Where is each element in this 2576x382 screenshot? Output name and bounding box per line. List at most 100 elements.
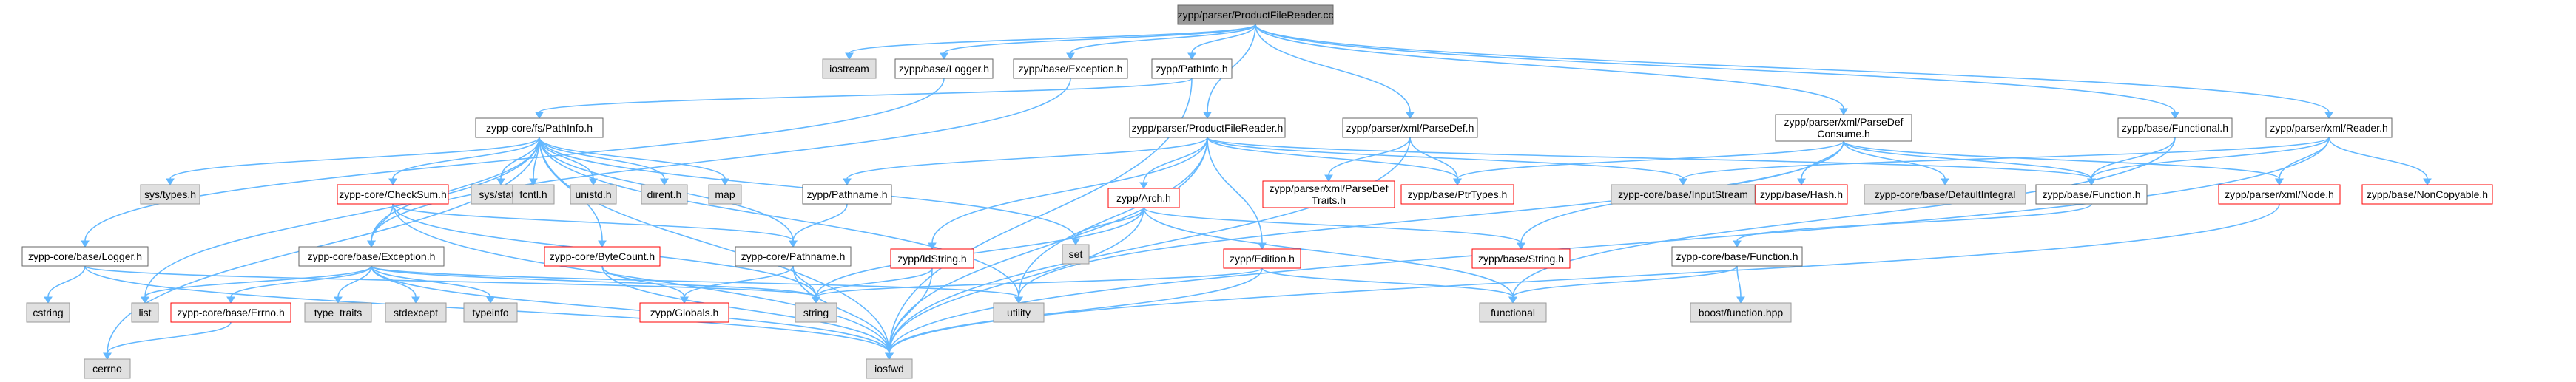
dependency-edge xyxy=(889,267,933,354)
dependency-arrowhead xyxy=(789,240,798,248)
dependency-edge xyxy=(539,78,1193,113)
dependency-edge xyxy=(539,137,890,354)
dependency-arrowhead xyxy=(81,240,90,248)
dependency-arrowhead xyxy=(486,296,495,304)
node-globals[interactable]: zypp/Globals.h xyxy=(639,302,729,323)
node-noncopyable[interactable]: zypp/base/NonCopyable.h xyxy=(2361,184,2493,205)
node-core-exception[interactable]: zypp-core/base/Exception.h xyxy=(298,246,445,267)
node-label: zypp/IdString.h xyxy=(897,253,966,265)
node-label: dirent.h xyxy=(647,188,682,200)
node-box xyxy=(639,302,729,323)
dependency-arrowhead xyxy=(1066,52,1075,60)
node-iostream: iostream xyxy=(822,58,877,79)
node-label: zypp/base/Exception.h xyxy=(1019,63,1123,75)
node-xml-node[interactable]: zypp/parser/xml/Node.h xyxy=(2218,184,2341,205)
node-base-exception[interactable]: zypp/base/Exception.h xyxy=(1013,58,1128,79)
dependency-arrowhead xyxy=(1679,178,1687,185)
node-arch[interactable]: zypp/Arch.h xyxy=(1107,188,1180,208)
dependency-edge xyxy=(47,265,86,298)
node-label: type_traits xyxy=(314,307,363,318)
node-label: zypp/Edition.h xyxy=(1230,253,1295,265)
node-box xyxy=(140,184,200,205)
node-label: zypp-core/base/InputStream xyxy=(1618,188,1748,200)
node-fcntl: fcntl.h xyxy=(512,184,555,205)
node-xml-reader[interactable]: zypp/parser/xml/Reader.h xyxy=(2265,117,2393,138)
dependency-edge xyxy=(392,203,890,354)
node-box xyxy=(890,248,974,269)
node-box xyxy=(544,246,661,267)
dependency-edge xyxy=(1261,267,1514,298)
node-base-logger[interactable]: zypp/base/Logger.h xyxy=(894,58,994,79)
node-box xyxy=(337,184,449,205)
node-pathinfo[interactable]: zypp/PathInfo.h xyxy=(1151,58,1233,79)
node-label: zypp/Arch.h xyxy=(1116,192,1171,204)
dependency-edge xyxy=(1512,265,1738,298)
node-label: stdexcept xyxy=(394,307,438,318)
node-defaultintegral: zypp-core/base/DefaultIntegral xyxy=(1864,184,2026,205)
dependency-edge xyxy=(1736,265,1742,298)
node-box xyxy=(822,58,877,79)
node-box xyxy=(866,358,913,379)
dependency-edge xyxy=(815,267,933,298)
dependency-edge xyxy=(371,203,394,242)
node-idstring[interactable]: zypp/IdString.h xyxy=(890,248,974,269)
node-zypp-pathname[interactable]: zypp/Pathname.h xyxy=(802,184,892,205)
node-checksum[interactable]: zypp-core/CheckSum.h xyxy=(337,184,449,205)
node-core-pathname[interactable]: zypp-core/Pathname.h xyxy=(735,246,852,267)
dependency-edge xyxy=(601,265,685,298)
dependency-arrowhead xyxy=(843,178,852,185)
dependency-arrowhead xyxy=(166,178,175,185)
node-ptrtypes[interactable]: zypp/base/PtrTypes.h xyxy=(1400,184,1514,205)
dependency-arrowhead xyxy=(1187,52,1196,60)
dependency-arrowhead xyxy=(1736,296,1745,304)
node-base-functional[interactable]: zypp/base/Functional.h xyxy=(2117,117,2233,138)
node-label: zypp/Pathname.h xyxy=(807,188,888,200)
node-label: unistd.h xyxy=(575,188,611,200)
node-box xyxy=(84,358,131,379)
node-core-function[interactable]: zypp-core/base/Function.h xyxy=(1671,246,1803,267)
node-label: Consume.h xyxy=(1817,128,1870,140)
node-box xyxy=(1342,117,1478,138)
dependency-edge xyxy=(889,203,2280,354)
dependency-edge xyxy=(539,137,594,180)
node-box xyxy=(2117,117,2233,138)
node-errno[interactable]: zypp-core/base/Errno.h xyxy=(170,302,291,323)
dependency-edge xyxy=(144,265,372,298)
node-box xyxy=(26,302,70,323)
node-bytecount[interactable]: zypp-core/ByteCount.h xyxy=(544,246,661,267)
node-root[interactable]: zypp/parser/ProductFileReader.cc xyxy=(1177,4,1334,25)
node-label: zypp/parser/xml/Reader.h xyxy=(2270,122,2388,134)
dependency-edge xyxy=(1328,137,1411,176)
node-core-logger[interactable]: zypp-core/base/Logger.h xyxy=(21,246,149,267)
node-label: zypp/parser/xml/ParseDef.h xyxy=(1346,122,1474,134)
dependency-arrowhead xyxy=(1797,178,1806,185)
node-label: sys/stat.h xyxy=(479,188,522,200)
dependency-arrowhead xyxy=(2275,178,2284,185)
node-pfr-h[interactable]: zypp/parser/ProductFileReader.h xyxy=(1129,117,1286,138)
dependency-edge xyxy=(931,137,1208,244)
node-label: zypp/parser/ProductFileReader.cc xyxy=(1178,9,1334,21)
node-box xyxy=(1471,248,1571,269)
node-label: zypp/parser/ProductFileReader.h xyxy=(1132,122,1284,134)
node-cerrno: cerrno xyxy=(84,358,131,379)
dependency-arrowhead xyxy=(226,296,235,304)
dependency-edge xyxy=(1207,137,1684,180)
node-base-function[interactable]: zypp/base/Function.h xyxy=(2035,184,2148,205)
node-label: zypp-core/CheckSum.h xyxy=(339,188,447,200)
node-base-string[interactable]: zypp/base/String.h xyxy=(1471,248,1571,269)
node-parsedef[interactable]: zypp/parser/xml/ParseDef.h xyxy=(1342,117,1478,138)
dependency-edge xyxy=(84,78,945,242)
dependency-edge xyxy=(144,137,540,298)
dependency-edge xyxy=(107,321,232,354)
node-label: Traits.h xyxy=(1312,194,1346,206)
node-label: list xyxy=(138,307,151,318)
node-fs-pathinfo[interactable]: zypp-core/fs/PathInfo.h xyxy=(475,117,604,138)
node-box xyxy=(2265,117,2393,138)
dependency-edge xyxy=(1843,140,2092,180)
dependency-edge xyxy=(1801,140,1844,180)
node-edition[interactable]: zypp/Edition.h xyxy=(1223,248,1301,269)
node-hash[interactable]: zypp/base/Hash.h xyxy=(1755,184,1848,205)
node-box xyxy=(795,302,837,323)
